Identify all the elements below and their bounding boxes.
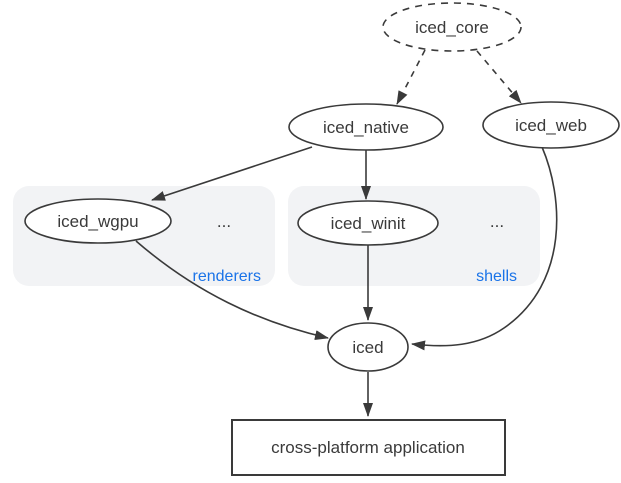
node-iced_web-label: iced_web: [515, 116, 587, 135]
node-application: [231, 419, 506, 476]
shells-label: shells: [476, 268, 517, 285]
node-iced_native-label: iced_native: [323, 118, 409, 137]
edge-iced_wgpu-iced: [135, 240, 329, 340]
node-iced_wgpu-label: iced_wgpu: [57, 212, 138, 231]
edge-iced_web-iced: [411, 146, 558, 351]
edge-iced_core-iced_web: [476, 50, 522, 104]
node-iced_winit: [297, 200, 439, 246]
node-iced_winit-label: iced_winit: [331, 214, 406, 233]
node-iced-label: iced: [352, 338, 383, 357]
node-application-label: cross-platform application: [271, 438, 465, 457]
shells-ellipsis: ...: [490, 212, 504, 231]
node-iced_core: [382, 2, 522, 52]
node-iced: [327, 322, 409, 372]
edge-iced_core-iced_native: [396, 49, 426, 105]
node-iced_core-label: iced_core: [415, 18, 489, 37]
renderers-ellipsis: ...: [217, 212, 231, 231]
node-iced_wgpu: [24, 198, 172, 244]
node-iced_native: [288, 103, 444, 151]
edge-iced_native-iced_wgpu: [151, 146, 313, 201]
renderers-label: renderers: [193, 268, 261, 285]
node-iced_web: [482, 101, 620, 149]
